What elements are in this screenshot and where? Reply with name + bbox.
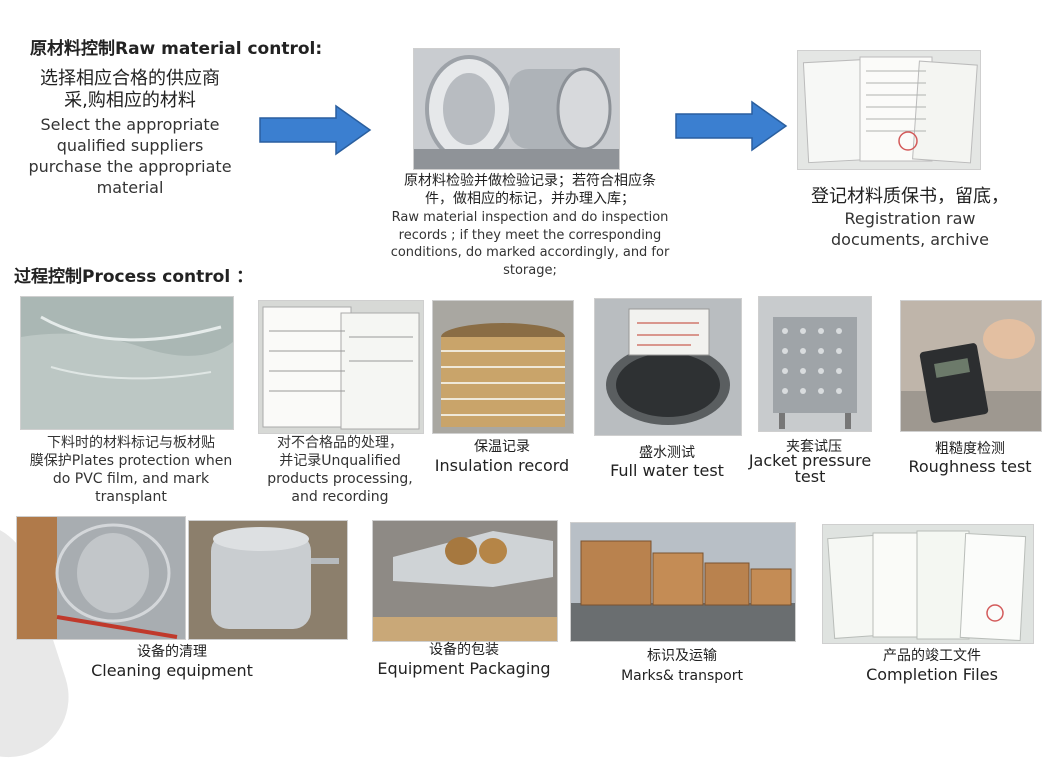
packaging-photo [372,520,558,642]
insulation-photo [432,300,574,434]
jacket-pressure-en: Jacket pressure test [748,451,872,486]
completion-en: Completion Files [866,665,998,684]
inspection-en: Raw material inspection and do inspectio… [390,210,670,278]
completion-files-photo [822,524,1034,644]
registration-en: Registration raw documents, archive [831,209,989,249]
roughness-zh: 粗糙度检测 [935,441,1005,457]
plates-protection-photo [20,296,234,430]
inspection-zh: 原材料检验并做检验记录；若符合相应条 件，做相应的标记，并办理入库； [404,173,656,207]
packaging-zh: 设备的包装 [429,642,499,658]
insulation-zh: 保温记录 [474,439,530,455]
roughness-test-photo [900,300,1042,432]
cleaning-frame-photo [16,516,186,640]
raw-material-heading: 原材料控制Raw material control: [30,39,323,59]
unqualified-caption: 对不合格品的处理， 并记录Unqualified products proces… [267,435,413,505]
unqualified-records-photo [258,300,424,434]
process-control-heading: 过程控制Process control ： [14,267,254,287]
cleaning-zh: 设备的清理 [137,644,207,660]
transport-zh: 标识及运输 [647,648,717,664]
arrow-right-icon [259,104,372,156]
roughness-en: Roughness test [908,457,1032,476]
packaging-en: Equipment Packaging [377,659,551,678]
full-water-en: Full water test [610,461,724,480]
plates-protection-caption: 下料时的材料标记与板材贴 膜保护Plates protection when d… [29,435,233,505]
raw-material-photo [413,48,620,170]
cleaning-tank-photo [188,520,348,640]
select-suppliers-en: Select the appropriate qualified supplie… [28,115,232,197]
registration-documents-photo [797,50,981,170]
full-water-zh: 盛水测试 [639,445,695,461]
transport-photo [570,522,796,642]
transport-en: Marks& transport [621,668,743,684]
arrow-right-icon [675,100,788,152]
jacket-pressure-zh: 夹套试压 [786,439,842,455]
completion-zh: 产品的竣工文件 [883,648,981,664]
insulation-en: Insulation record [434,456,570,475]
cleaning-en: Cleaning equipment [91,661,253,680]
select-suppliers-zh: 选择相应合格的供应商 采,购相应的材料 [40,68,220,111]
full-water-test-photo [594,298,742,436]
registration-zh: 登记材料质保书，留底， [811,186,1009,207]
jacket-pressure-photo [758,296,872,432]
